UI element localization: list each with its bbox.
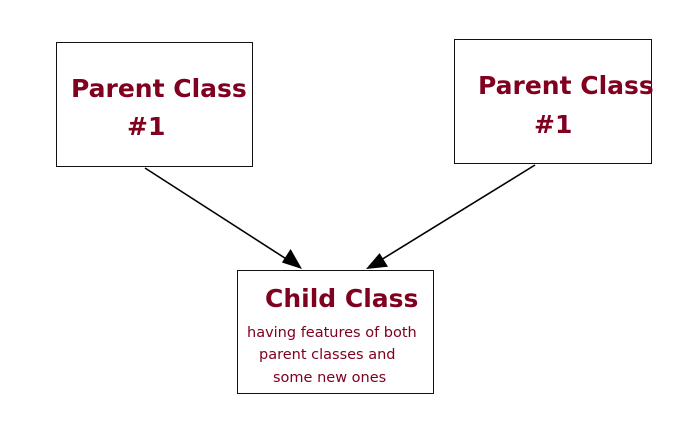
parent-class-1-box: Parent Class #1	[56, 42, 253, 167]
arrow-parent-1-to-child	[144, 167, 302, 269]
parent-class-1-title-line-2: #1	[127, 112, 166, 141]
arrowhead	[366, 253, 388, 269]
parent-class-2-box: Parent Class #1	[454, 39, 654, 164]
child-class-title: Child Class	[265, 284, 419, 313]
arrow-parent-2-to-child	[366, 164, 536, 269]
parent-class-1-title-line-1: Parent Class	[71, 74, 247, 103]
child-class-desc-line-3: some new ones	[273, 370, 387, 386]
parent-class-2-title-line-1: Parent Class	[478, 71, 654, 100]
parent-class-2-title-line-2: #1	[534, 110, 573, 139]
child-class-desc-line-2: parent classes and	[259, 347, 396, 363]
arrowhead	[281, 249, 302, 269]
child-class-box: Child Class having features of both pare…	[237, 270, 434, 394]
child-class-desc-line-1: having features of both	[247, 325, 417, 341]
